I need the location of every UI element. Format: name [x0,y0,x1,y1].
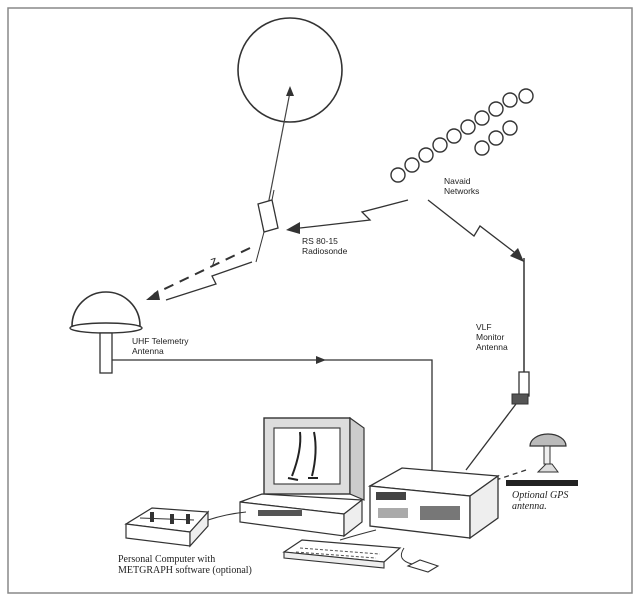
uhf-cable-arrow [316,356,326,364]
uhf-cable [112,359,433,470]
navaid-signal-to-vlf [427,199,515,253]
computer-system-unit [239,493,364,538]
pc-label-line2: METGRAPH software (optional) [118,565,252,576]
balloon-tether [267,91,291,206]
gps-label-line2: antenna. [512,501,547,512]
uhf-label-line1: UHF Telemetry [132,336,189,346]
gps-antenna-icon [506,433,578,486]
vlf-signal-arrow [510,248,524,262]
diagram-border [7,7,633,594]
navaid-label-line2: Networks [444,186,480,196]
dashed-link-arrow [146,290,160,300]
keyboard-cable [339,529,377,541]
vlf-label: VLF Monitor Antenna [476,322,508,352]
radiosonde-icon [255,189,279,263]
printer-icon [124,507,210,548]
weather-balloon [237,17,343,123]
vlf-antenna-icon [511,258,530,405]
gps-label: Optional GPS antenna. [512,490,568,512]
navaid-network-icon [390,88,534,183]
radiosonde-label-line2: Radiosonde [302,246,348,256]
receiver-unit [367,467,500,540]
navaid-label: Navaid Networks [444,176,479,196]
svg-text:z: z [208,253,219,269]
navaid-label-line1: Navaid [444,176,471,186]
vlf-label-line2: Monitor [476,332,505,342]
radiosonde-label: RS 80-15 Radiosonde [302,236,347,256]
vlf-label-line1: VLF [476,322,492,332]
radiosonde-uhf-signal [165,261,253,301]
pc-label: Personal Computer with METGRAPH software… [118,554,252,576]
radiosonde-dashed-link [153,247,251,295]
navaid-signal-arrow [286,222,300,234]
radiosonde-label-line1: RS 80-15 [302,236,338,246]
navaid-signal-to-radiosonde [317,199,409,227]
gps-label-line1: Optional GPS [512,490,569,501]
computer-monitor [263,416,365,501]
mouse-icon [400,547,440,573]
printer-cable [207,511,247,521]
pc-label-line1: Personal Computer with [118,554,216,565]
uhf-label-line2: Antenna [132,346,164,356]
uhf-antenna-icon [69,291,143,374]
keyboard-icon [282,539,402,569]
tether-arrow [286,86,294,96]
uhf-label: UHF Telemetry Antenna [132,336,189,356]
vlf-cable [465,403,517,471]
vlf-label-line3: Antenna [476,342,508,352]
